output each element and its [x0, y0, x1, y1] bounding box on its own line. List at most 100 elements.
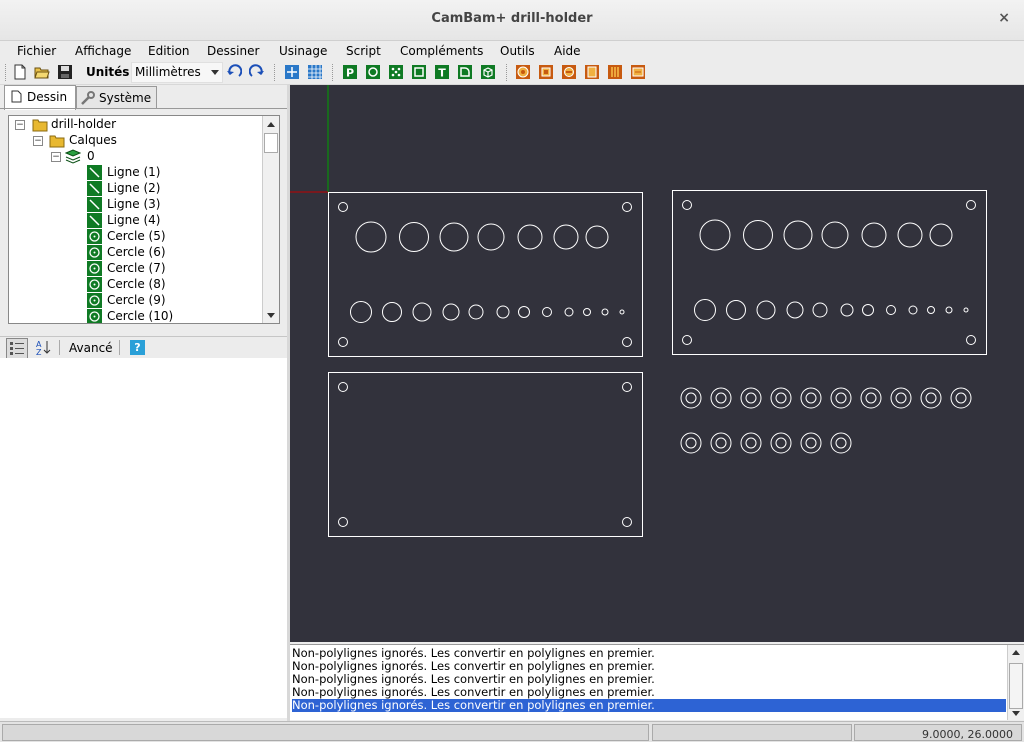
tab-systeme[interactable]: Système	[76, 86, 157, 109]
drawing-entities	[328, 190, 987, 537]
tree-layer0-label: 0	[87, 149, 95, 163]
arc-icon[interactable]	[457, 64, 473, 80]
nc-file-icon[interactable]	[630, 64, 646, 80]
tree-item-label: Cercle (6)	[107, 245, 166, 259]
collapse-icon[interactable]: −	[15, 120, 25, 130]
drawing-view	[290, 85, 987, 537]
snap-icon[interactable]	[284, 64, 300, 80]
menu-script[interactable]: Script	[346, 44, 381, 58]
pocket-op-icon[interactable]	[538, 64, 554, 80]
toolbar-separator	[332, 64, 335, 81]
scroll-up-icon[interactable]	[267, 122, 275, 127]
open-folder-icon[interactable]	[34, 64, 50, 80]
svg-text:Z: Z	[36, 348, 42, 357]
scroll-up-icon[interactable]	[1012, 650, 1020, 655]
text-icon[interactable]: T	[434, 64, 450, 80]
save-icon[interactable]	[57, 64, 73, 80]
tree-item-label: Ligne (1)	[107, 165, 161, 179]
layer-icon	[65, 149, 81, 164]
status-pane-middle	[652, 724, 852, 741]
tree-node-layers[interactable]: − Calques	[31, 133, 261, 149]
message-log[interactable]: Non-polylignes ignorés. Les convertir en…	[290, 644, 1024, 720]
tree-root-label: drill-holder	[51, 117, 117, 131]
line-icon	[87, 165, 102, 180]
menu-dessiner[interactable]: Dessiner	[207, 44, 260, 58]
svg-text:T: T	[438, 67, 446, 80]
left-panel-tabs: Dessin Système	[0, 85, 288, 110]
collapse-icon[interactable]: −	[51, 152, 61, 162]
toolbar-separator	[119, 340, 120, 355]
engrave-op-icon[interactable]	[584, 64, 600, 80]
lathe-op-icon[interactable]	[607, 64, 623, 80]
tree-item-label: Cercle (9)	[107, 293, 166, 307]
help-icon[interactable]: ?	[130, 340, 145, 355]
tree-node-layer-0[interactable]: − 0	[49, 149, 249, 165]
polyline-icon[interactable]: P	[342, 64, 358, 80]
tree-item-label: Cercle (7)	[107, 261, 166, 275]
close-button[interactable]: ×	[998, 10, 1010, 26]
categorized-view-button[interactable]	[6, 338, 28, 359]
circle-icon	[87, 293, 102, 308]
toolbar-separator	[506, 64, 509, 81]
wrench-icon	[81, 91, 95, 105]
alphabetical-sort-button[interactable]: A Z	[34, 338, 54, 357]
menu-edition[interactable]: Edition	[148, 44, 190, 58]
new-file-icon[interactable]	[12, 64, 28, 80]
log-line[interactable]: Non-polylignes ignorés. Les convertir en…	[292, 672, 655, 686]
window-title: CamBam+ drill-holder	[431, 11, 593, 26]
toolbar-grip	[5, 64, 8, 81]
panel-outline[interactable]	[328, 192, 643, 357]
redo-icon[interactable]	[249, 64, 265, 80]
svg-text:A: A	[36, 340, 42, 349]
chevron-down-icon	[211, 70, 219, 75]
panel-outline[interactable]	[672, 190, 987, 355]
units-select[interactable]: Millimètres	[131, 62, 223, 83]
tree-item-label: Cercle (8)	[107, 277, 166, 291]
title-bar: CamBam+ drill-holder ×	[0, 0, 1024, 41]
menu-aide[interactable]: Aide	[554, 44, 581, 58]
folder-icon	[49, 135, 65, 148]
line-icon	[87, 181, 102, 196]
surface-icon[interactable]	[480, 64, 496, 80]
log-line-selected[interactable]: Non-polylignes ignorés. Les convertir en…	[292, 699, 1006, 712]
undo-icon[interactable]	[226, 64, 242, 80]
scroll-down-icon[interactable]	[1012, 711, 1020, 716]
drawing-tree[interactable]: − drill-holder − Calques − 0 Ligne (1) L…	[8, 115, 280, 324]
circle-icon	[87, 229, 102, 244]
scroll-thumb[interactable]	[1009, 663, 1023, 709]
status-pane-coords: 9.0000, 26.0000	[854, 724, 1022, 741]
scroll-down-icon[interactable]	[267, 313, 275, 318]
circle-icon	[87, 245, 102, 260]
drill-op-icon[interactable]	[561, 64, 577, 80]
log-line[interactable]: Non-polylignes ignorés. Les convertir en…	[292, 659, 655, 673]
profile-op-icon[interactable]	[515, 64, 531, 80]
points-icon[interactable]	[388, 64, 404, 80]
svg-text:P: P	[346, 67, 354, 80]
panel-outline[interactable]	[328, 372, 643, 537]
folder-icon	[32, 119, 48, 132]
menu-complements[interactable]: Compléments	[400, 44, 484, 58]
tree-node-root[interactable]: − drill-holder	[13, 117, 253, 133]
menu-outils[interactable]: Outils	[500, 44, 535, 58]
grid-icon[interactable]	[307, 64, 323, 80]
line-icon	[87, 197, 102, 212]
advanced-button[interactable]: Avancé	[69, 341, 113, 355]
log-scrollbar[interactable]	[1007, 645, 1024, 720]
menu-usinage[interactable]: Usinage	[279, 44, 328, 58]
rectangle-icon[interactable]	[411, 64, 427, 80]
tree-item-label: Ligne (2)	[107, 181, 161, 195]
tab-dessin[interactable]: Dessin	[4, 85, 76, 110]
tab-systeme-label: Système	[99, 91, 152, 105]
menu-fichier[interactable]: Fichier	[17, 44, 57, 58]
log-line[interactable]: Non-polylignes ignorés. Les convertir en…	[292, 646, 655, 660]
drawing-canvas[interactable]	[290, 85, 1024, 642]
log-line[interactable]: Non-polylignes ignorés. Les convertir en…	[292, 685, 655, 699]
document-icon	[11, 90, 22, 103]
menu-affichage[interactable]: Affichage	[75, 44, 132, 58]
scroll-thumb[interactable]	[264, 133, 278, 153]
tree-scrollbar[interactable]	[262, 116, 279, 323]
collapse-icon[interactable]: −	[33, 136, 43, 146]
circle-icon[interactable]	[365, 64, 381, 80]
circle-icon	[87, 309, 102, 323]
panel-splitter[interactable]	[287, 85, 290, 721]
